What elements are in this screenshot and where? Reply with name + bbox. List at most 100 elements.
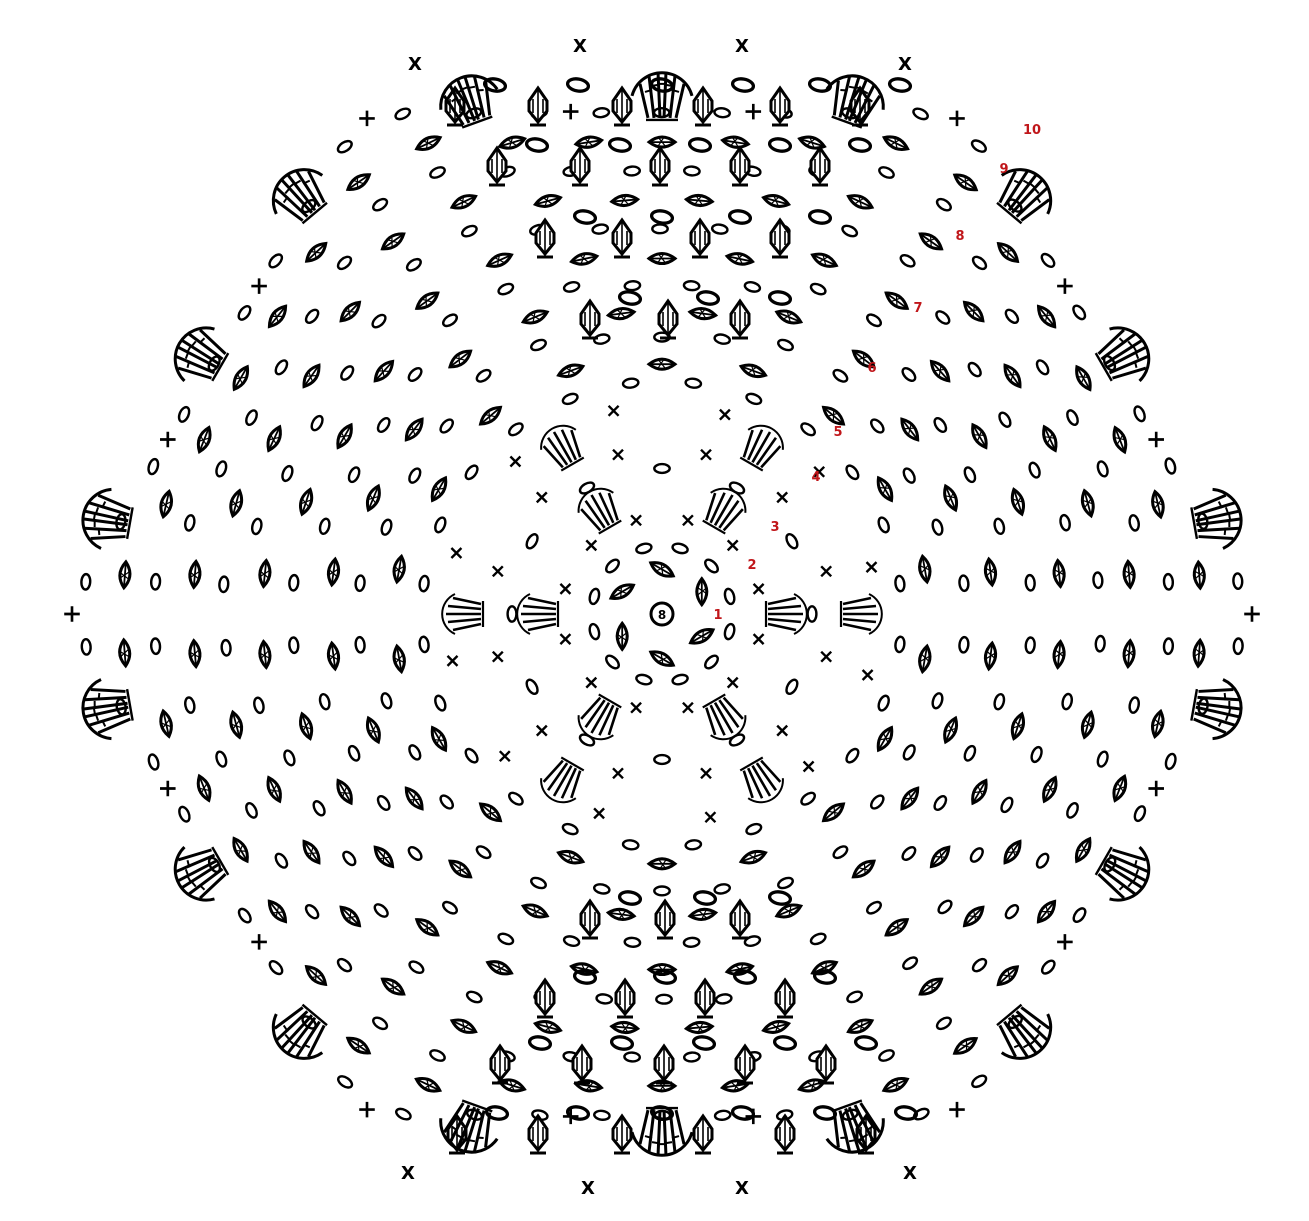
- leaf-cluster: [898, 785, 922, 812]
- leaf-cluster: [557, 362, 585, 380]
- leaf-cluster: [1001, 362, 1024, 389]
- chain-loop: [604, 557, 621, 574]
- leaf-cluster: [1080, 489, 1096, 517]
- diamond-cluster: [613, 1116, 631, 1153]
- single-crochet-mark: [251, 278, 267, 294]
- chain-loop: [832, 368, 850, 384]
- chain-loop: [654, 755, 669, 764]
- leaf-cluster: [371, 358, 396, 384]
- leaf-cluster: [534, 1019, 562, 1035]
- leaf-cluster: [648, 648, 676, 670]
- chain-loop: [347, 466, 361, 484]
- leaf-cluster: [611, 194, 638, 206]
- chain-loop: [1233, 638, 1243, 654]
- chain-loop: [777, 876, 795, 890]
- single-crochet-mark: [359, 1102, 375, 1118]
- diamond-cluster: [691, 220, 709, 257]
- leaf-cluster: [969, 422, 991, 450]
- leaf-cluster: [380, 230, 407, 253]
- chain-loop: [244, 409, 259, 427]
- single-crochet-mark: [705, 812, 715, 822]
- leaf-cluster: [739, 848, 767, 866]
- leaf-cluster: [726, 962, 754, 977]
- leaf-cluster: [1150, 710, 1166, 738]
- single-crochet-mark: [754, 584, 764, 594]
- single-crochet-mark: [949, 111, 965, 127]
- chain-loop: [441, 900, 459, 916]
- chain-loop: [438, 793, 455, 810]
- chain-loop: [729, 209, 752, 224]
- center-ring-symbol: 8: [658, 608, 666, 622]
- chain-loop: [654, 108, 669, 117]
- leaf-cluster: [882, 133, 910, 153]
- chain-loop: [784, 532, 799, 550]
- chain-loop: [619, 890, 642, 905]
- chain-loop: [339, 364, 355, 382]
- leaf-cluster: [918, 555, 932, 582]
- treble-fan: [766, 594, 807, 634]
- leaf-cluster: [428, 475, 450, 503]
- single-crochet-mark: [777, 492, 787, 502]
- chain-loop: [273, 852, 289, 870]
- leaf-cluster: [1009, 712, 1027, 740]
- chain-loop: [865, 312, 883, 328]
- round-number-label: 6: [867, 361, 876, 376]
- leaf-cluster: [617, 623, 627, 649]
- chain-loop: [970, 1073, 988, 1089]
- leaf-cluster: [739, 362, 767, 380]
- leaf-cluster: [1123, 640, 1135, 667]
- chain-loop: [336, 139, 354, 155]
- single-crochet-mark: [631, 703, 641, 713]
- chain-loop: [809, 77, 832, 92]
- leaf-cluster: [1053, 560, 1066, 587]
- chain-loop: [966, 361, 983, 379]
- leaf-cluster: [414, 916, 441, 939]
- chain-loop: [728, 732, 746, 747]
- leaf-cluster: [952, 171, 979, 194]
- chain-loop: [934, 309, 951, 326]
- chain-loop: [184, 514, 196, 531]
- chain-loop: [622, 839, 638, 850]
- single-crochet-mark: [160, 432, 176, 448]
- leaf-cluster: [608, 307, 635, 320]
- chain-loop: [355, 575, 365, 591]
- chain-loop: [895, 1105, 918, 1120]
- chain-loop: [959, 575, 969, 591]
- leaf-cluster: [798, 1077, 826, 1094]
- leaf-cluster: [1034, 898, 1058, 925]
- chain-loop: [592, 224, 609, 235]
- chain-loop: [1065, 802, 1080, 820]
- chain-loop: [465, 990, 483, 1005]
- treble-fan: [164, 835, 236, 911]
- chain-loop: [373, 902, 390, 919]
- leaf-cluster: [697, 579, 707, 605]
- chain-loop: [902, 467, 917, 485]
- chain-loop: [971, 957, 988, 974]
- chain-loop: [304, 308, 321, 325]
- leaf-cluster: [195, 426, 214, 454]
- leaf-cluster: [611, 1021, 638, 1033]
- leaf-cluster: [1001, 839, 1024, 866]
- chain-loop: [622, 378, 638, 389]
- chain-loop: [244, 802, 259, 820]
- single-crochet-mark: [867, 562, 877, 572]
- chain-loop: [376, 416, 392, 434]
- chain-loop: [524, 678, 539, 696]
- chain-loop: [744, 281, 761, 293]
- chain-loop: [723, 623, 735, 640]
- chain-loop: [654, 464, 669, 473]
- diamond-cluster: [731, 901, 749, 938]
- chain-loop: [1004, 903, 1021, 920]
- leaf-cluster: [557, 848, 585, 866]
- chain-loop: [318, 518, 330, 535]
- chain-loop: [799, 421, 817, 437]
- diamond-cluster: [771, 88, 789, 125]
- leaf-cluster: [195, 774, 214, 802]
- single-crochet-mark: [448, 656, 458, 666]
- leaf-cluster: [969, 778, 991, 806]
- leaf-cluster: [883, 289, 910, 312]
- leaf-cluster: [984, 558, 997, 585]
- chain-loop: [1040, 252, 1057, 269]
- leaf-cluster: [327, 642, 340, 669]
- chain-loop: [1095, 636, 1105, 652]
